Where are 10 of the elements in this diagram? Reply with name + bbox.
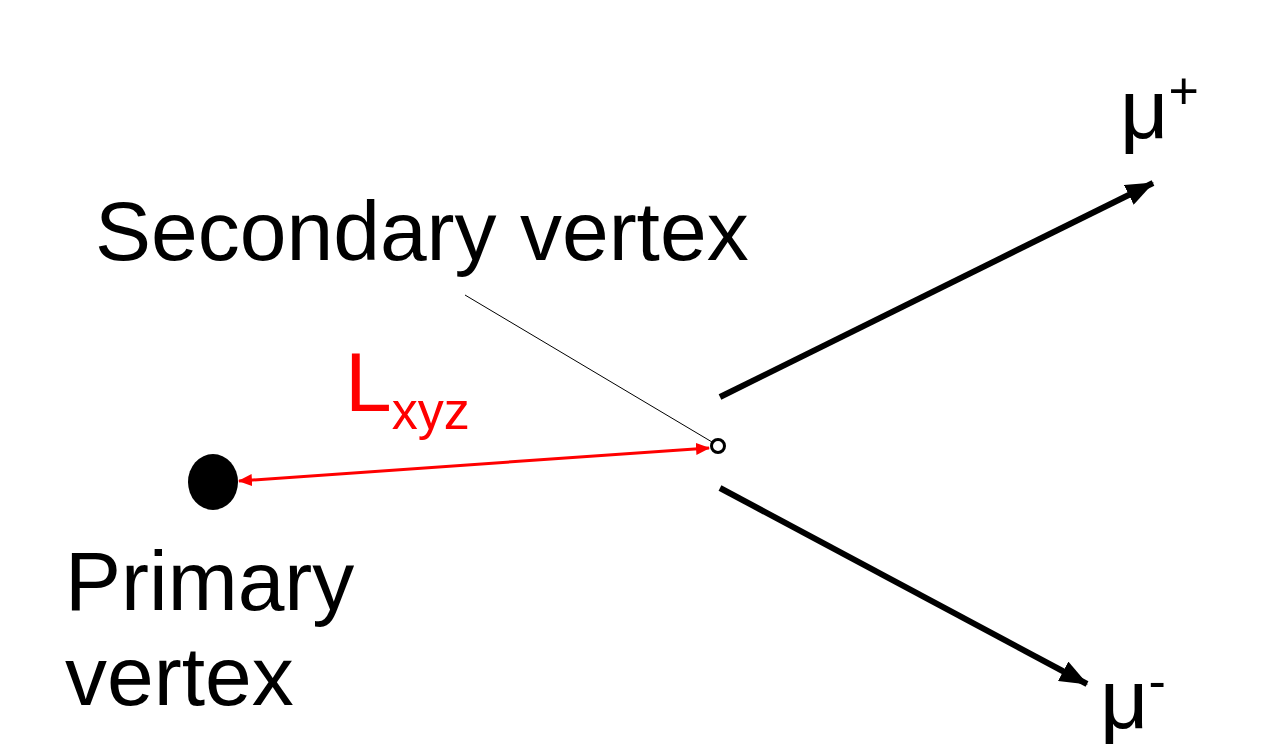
vertex-label: Secondary vertex (95, 189, 855, 295)
track-arrow (718, 180, 1155, 400)
distance-arrow (238, 442, 710, 487)
vertex-label: Primary vertex (65, 534, 356, 724)
secondary-vertex-circle (710, 438, 726, 454)
track-arrow (718, 485, 1089, 687)
primary-vertex-dot (188, 454, 238, 510)
muon-label: μ$^{+}$ (1120, 65, 1230, 165)
muon-label: μ$^{-}$ (1100, 655, 1210, 749)
leader-line (464, 294, 713, 443)
